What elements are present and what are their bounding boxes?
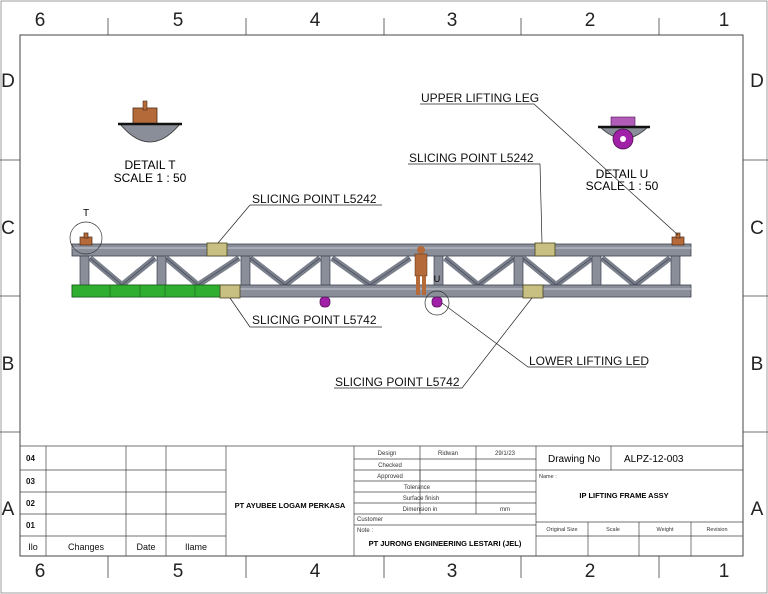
detail-u-title: DETAIL U — [596, 167, 649, 181]
revision-row-number: 01 — [26, 521, 35, 530]
zone-row-label: B — [2, 354, 15, 375]
zone-row-label: A — [2, 499, 15, 520]
zone-col-label: 6 — [35, 561, 46, 582]
zone-row-label: B — [751, 354, 764, 375]
approved-label: Approved — [377, 474, 403, 480]
detail-u-view — [598, 116, 650, 150]
callout-lower-lifting-led: LOWER LIFTING LED — [529, 354, 649, 368]
revision-row-number: 04 — [26, 454, 35, 463]
detail-u-marker: U — [434, 274, 441, 284]
callout-slicing-bottom-left: SLICING POINT L5742 — [252, 313, 377, 327]
slice-plates — [206, 242, 556, 299]
weight-label: Weight — [656, 527, 673, 533]
name-label: Name : — [539, 474, 557, 480]
detail-t-scale: SCALE 1 : 50 — [114, 171, 187, 185]
revision-row-number: 03 — [26, 477, 35, 486]
tolerance-label: Tolerance — [404, 485, 431, 491]
zone-row-label: A — [751, 499, 764, 520]
callout-slicing-top-right: SLICING POINT L5242 — [409, 151, 534, 165]
zone-col-label: 1 — [719, 561, 730, 582]
leader-lines — [217, 103, 679, 389]
revision-header-changes: Changes — [68, 542, 105, 552]
drawing-no-label: Drawing No — [548, 454, 601, 465]
checked-label: Checked — [378, 463, 402, 469]
callout-slicing-bottom-right: SLICING POINT L5742 — [335, 375, 460, 389]
customer-label: Customer — [357, 517, 383, 523]
zone-ticks — [0, 18, 768, 578]
scale-label: Scale — [606, 527, 620, 533]
revision-header-date: Date — [136, 542, 155, 552]
detail-t-view — [118, 100, 182, 143]
zone-col-label: 2 — [585, 10, 596, 31]
scale-person — [414, 246, 428, 295]
zone-row-label: D — [750, 71, 764, 92]
zone-col-label: 4 — [310, 561, 321, 582]
callout-upper-lifting-leg: UPPER LIFTING LEG — [421, 91, 539, 105]
drawing-border — [19, 34, 744, 557]
zone-col-label: 6 — [35, 10, 46, 31]
detail-t-marker: T — [83, 208, 89, 219]
detail-u-scale: SCALE 1 : 50 — [586, 179, 659, 193]
dimension-unit: mm — [500, 507, 510, 513]
revision-label: Revision — [706, 527, 727, 533]
zone-row-label: C — [750, 218, 764, 239]
zone-col-label: 4 — [310, 10, 321, 31]
zone-row-label: C — [1, 218, 15, 239]
zone-labels: 6 5 4 3 2 1 6 5 4 3 2 1 D C B A D C B A — [1, 10, 764, 582]
revision-header-name: Ilame — [185, 542, 207, 552]
zone-row-label: D — [1, 71, 15, 92]
green-chord-section — [71, 284, 225, 298]
zone-col-label: 3 — [447, 561, 458, 582]
detail-t-title: DETAIL T — [124, 158, 176, 172]
design-by: Ridwan — [438, 451, 458, 457]
zone-col-label: 5 — [173, 10, 184, 31]
callout-labels: UPPER LIFTING LEG SLICING POINT L5242 SL… — [252, 91, 649, 389]
lower-shackles — [319, 296, 443, 308]
note-label: Note : — [357, 528, 373, 534]
zone-col-label: 3 — [447, 10, 458, 31]
detail-u-circle — [424, 290, 450, 316]
callout-slicing-top-left: SLICING POINT L5242 — [252, 192, 377, 206]
revision-header-no: Ilo — [28, 542, 38, 552]
upper-lifting-legs — [79, 232, 685, 246]
design-label: Design — [378, 451, 397, 457]
lifting-frame-truss — [71, 232, 692, 308]
zone-col-label: 5 — [173, 561, 184, 582]
revision-row-number: 02 — [26, 499, 35, 508]
title-block: 04 03 02 01 Ilo Changes Date Ilame PT AY… — [20, 445, 743, 556]
design-date: 29/1/23 — [495, 451, 516, 457]
surface-finish-label: Surface finish — [403, 496, 439, 502]
drawing-name: IP LIFTING FRAME ASSY — [579, 491, 668, 500]
top-chord — [71, 243, 692, 257]
dimension-label: Dimension in — [403, 507, 438, 513]
customer-name: PT JURONG ENGINEERING LESTARI (JEL) — [369, 539, 522, 548]
zone-col-label: 2 — [585, 561, 596, 582]
original-size-label: Original Size — [546, 527, 577, 533]
zone-col-label: 1 — [719, 10, 730, 31]
drawing-no-value: ALPZ-12-003 — [624, 454, 684, 465]
detail-t-circle — [69, 221, 103, 255]
company-name: PT AYUBEE LOGAM PERKASA — [235, 501, 346, 510]
